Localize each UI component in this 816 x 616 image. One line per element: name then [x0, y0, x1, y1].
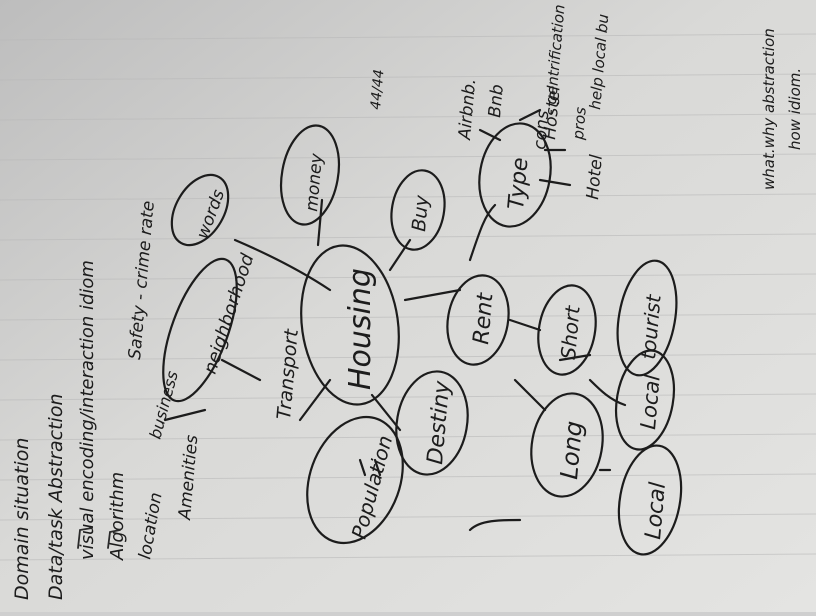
density-ellipse	[395, 370, 469, 476]
label-scribble: 44/44	[368, 69, 387, 111]
money-ellipse	[279, 124, 341, 226]
bracket-stroke-1	[77, 527, 93, 549]
note-how-idiom: how idiom.	[786, 68, 804, 150]
tourist-ellipse	[616, 259, 678, 377]
local-bottom-ellipse	[617, 444, 683, 556]
long-ellipse	[530, 392, 604, 498]
node-housing: Housing	[343, 268, 378, 390]
node-local-mid: Local	[636, 374, 665, 431]
buy-ellipse	[390, 169, 446, 251]
node-buy: Buy	[408, 194, 433, 233]
node-ellipses	[162, 122, 683, 556]
node-type: Type	[504, 156, 533, 210]
short-ellipse	[537, 284, 597, 376]
ruled-lines	[0, 33, 816, 561]
node-local-bottom: Local	[641, 481, 671, 540]
node-long: Long	[555, 420, 588, 481]
node-rent: Rent	[469, 291, 499, 346]
label-cons: cons	[530, 109, 553, 150]
note-algorithm: Algorithm	[107, 472, 128, 561]
label-hotel: Hotel	[583, 154, 607, 201]
label-hostel: Hostel	[540, 85, 565, 141]
note-domain-situation: Domain situation	[11, 438, 33, 600]
words-ellipse	[170, 173, 230, 247]
type-ellipse	[478, 122, 552, 228]
node-short: Short	[556, 304, 585, 361]
label-bnb: Bnb	[485, 84, 508, 119]
note-data-task-abstraction: Data/task Abstraction	[45, 393, 67, 600]
local-mid-ellipse	[614, 349, 676, 451]
rent-ellipse	[446, 274, 510, 366]
population-ellipse	[306, 415, 404, 545]
node-tourist: tourist	[636, 293, 666, 361]
housing-ellipse	[300, 244, 400, 406]
bracket-stroke-2	[107, 529, 121, 549]
connectors	[163, 108, 627, 532]
note-visual-encoding: visual encoding/interaction idiom	[77, 260, 98, 560]
note-what-why: what.why abstraction	[760, 28, 778, 190]
neighborhood-ellipse	[162, 257, 238, 403]
label-pros: pros	[569, 106, 590, 141]
